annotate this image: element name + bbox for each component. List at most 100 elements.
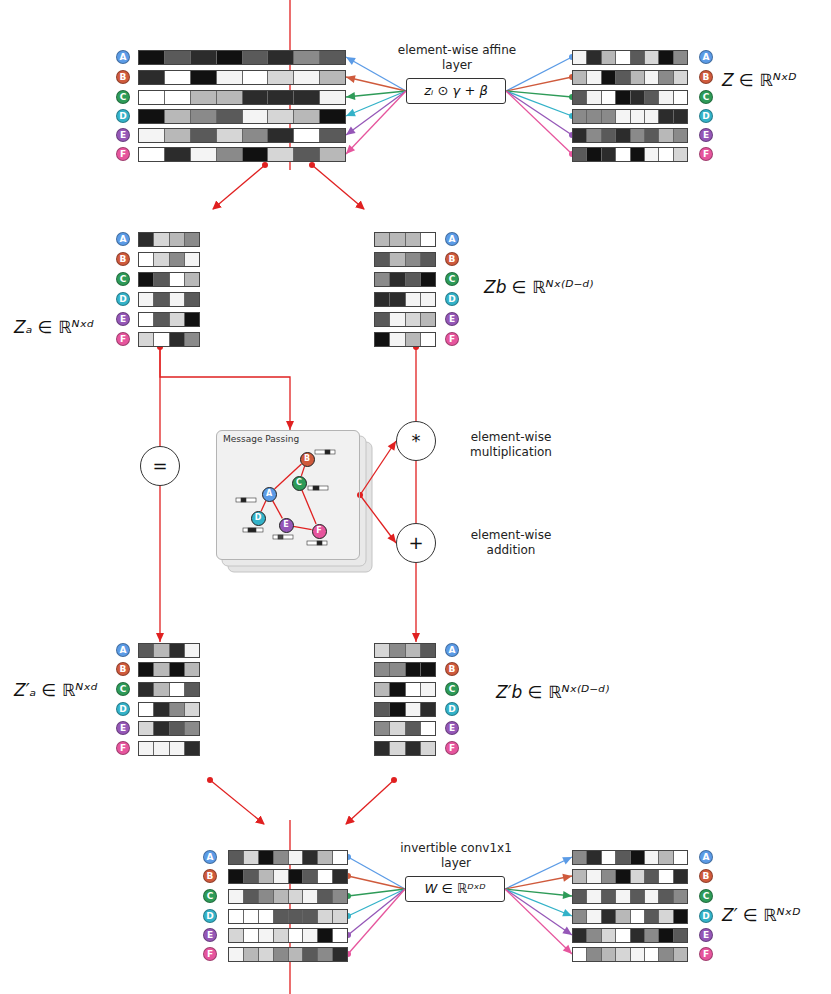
feature-cell: [375, 644, 390, 657]
connector: [346, 91, 406, 154]
node-letter: F: [120, 335, 126, 344]
feature-cell: [165, 91, 191, 104]
feature-cell: [229, 948, 244, 961]
feature-cell: [170, 313, 185, 326]
feature-cell: [573, 91, 587, 104]
connector: [346, 57, 406, 91]
feature-cell: [587, 910, 601, 923]
feature-cell: [294, 129, 320, 142]
feature-cell: [154, 313, 169, 326]
feature-cell: [390, 273, 405, 286]
feature-cell: [602, 851, 616, 864]
node-circle: D: [116, 702, 130, 716]
node-letter: D: [702, 112, 709, 121]
feature-cell: [616, 51, 630, 64]
arrow-head: [563, 945, 572, 954]
feature-cell: [139, 129, 165, 142]
node-circle: F: [116, 741, 130, 755]
feature-cell: [243, 71, 269, 84]
feature-vector: [572, 947, 688, 962]
feature-cell: [390, 313, 405, 326]
feature-cell: [406, 273, 421, 286]
feature-cell: [616, 71, 630, 84]
feature-row: C: [116, 681, 200, 697]
feature-cell: [645, 110, 659, 123]
feature-cell: [631, 148, 645, 161]
feature-cell: [573, 929, 587, 942]
feature-cell: [421, 644, 435, 657]
feature-cell: [274, 890, 289, 903]
feature-cell: [303, 851, 318, 864]
feature-cell: [587, 851, 601, 864]
arrow-head: [387, 533, 396, 543]
feature-vector: [374, 272, 436, 287]
connector-line: [346, 91, 406, 97]
feature-vector: [228, 947, 348, 962]
connector: [506, 91, 575, 157]
feature-row: F: [203, 946, 348, 962]
graph-node: B: [300, 452, 315, 467]
feature-cell: [139, 663, 154, 676]
feature-cell: [631, 71, 645, 84]
feature-vector: [138, 702, 200, 717]
node-circle: A: [445, 232, 459, 246]
feature-cell: [170, 683, 185, 696]
feature-vector: [572, 50, 688, 65]
node-letter: E: [703, 931, 709, 940]
feature-cell: [631, 129, 645, 142]
feature-cell: [616, 929, 630, 942]
feature-cell: [191, 71, 217, 84]
feature-cell: [602, 870, 616, 883]
node-circle: B: [116, 252, 130, 266]
merge-arrow: [210, 780, 264, 824]
feature-cell: [139, 253, 154, 266]
node-letter: E: [449, 315, 455, 324]
feature-vector: [572, 909, 688, 924]
node-letter: F: [120, 150, 126, 159]
feature-cell: [631, 110, 645, 123]
feature-cell: [217, 110, 243, 123]
feature-cell: [390, 703, 405, 716]
feature-cell: [587, 51, 601, 64]
feature-cell: [154, 253, 169, 266]
feature-cell: [421, 273, 435, 286]
node-letter: A: [703, 853, 710, 862]
feature-cell: [154, 663, 169, 676]
feature-cell: [289, 870, 304, 883]
node-letter: D: [119, 112, 126, 121]
feature-cell: [303, 910, 318, 923]
node-letter: D: [119, 295, 126, 304]
feature-vector: [374, 741, 436, 756]
graph-node: C: [292, 476, 307, 491]
feature-cell: [674, 91, 687, 104]
split-line: [289, 0, 290, 170]
feature-cell: [259, 870, 274, 883]
feature-cell: [645, 870, 659, 883]
feature-vector: [572, 147, 688, 162]
feature-vector: [374, 721, 436, 736]
node-letter: B: [304, 455, 310, 463]
feature-cell: [259, 910, 274, 923]
feature-cell: [244, 890, 259, 903]
node-circle: C: [699, 90, 713, 104]
node-circle: D: [203, 909, 217, 923]
feature-cell: [320, 148, 345, 161]
feature-cell: [333, 910, 347, 923]
feature-cell: [645, 851, 659, 864]
node-letter: B: [207, 872, 214, 881]
feature-cell: [631, 91, 645, 104]
feature-cell: [421, 683, 435, 696]
feature-cell: [375, 703, 390, 716]
feature-cell: [320, 129, 345, 142]
node-circle: D: [116, 109, 130, 123]
node-letter: C: [449, 275, 456, 284]
feature-cell: [170, 273, 185, 286]
feature-cell: [244, 870, 259, 883]
node-letter: E: [120, 724, 126, 733]
feature-cell: [390, 644, 405, 657]
node-letter: E: [449, 724, 455, 733]
connector: [505, 857, 572, 889]
connector: [160, 347, 294, 430]
feature-cell: [659, 910, 673, 923]
feature-cell: [274, 851, 289, 864]
